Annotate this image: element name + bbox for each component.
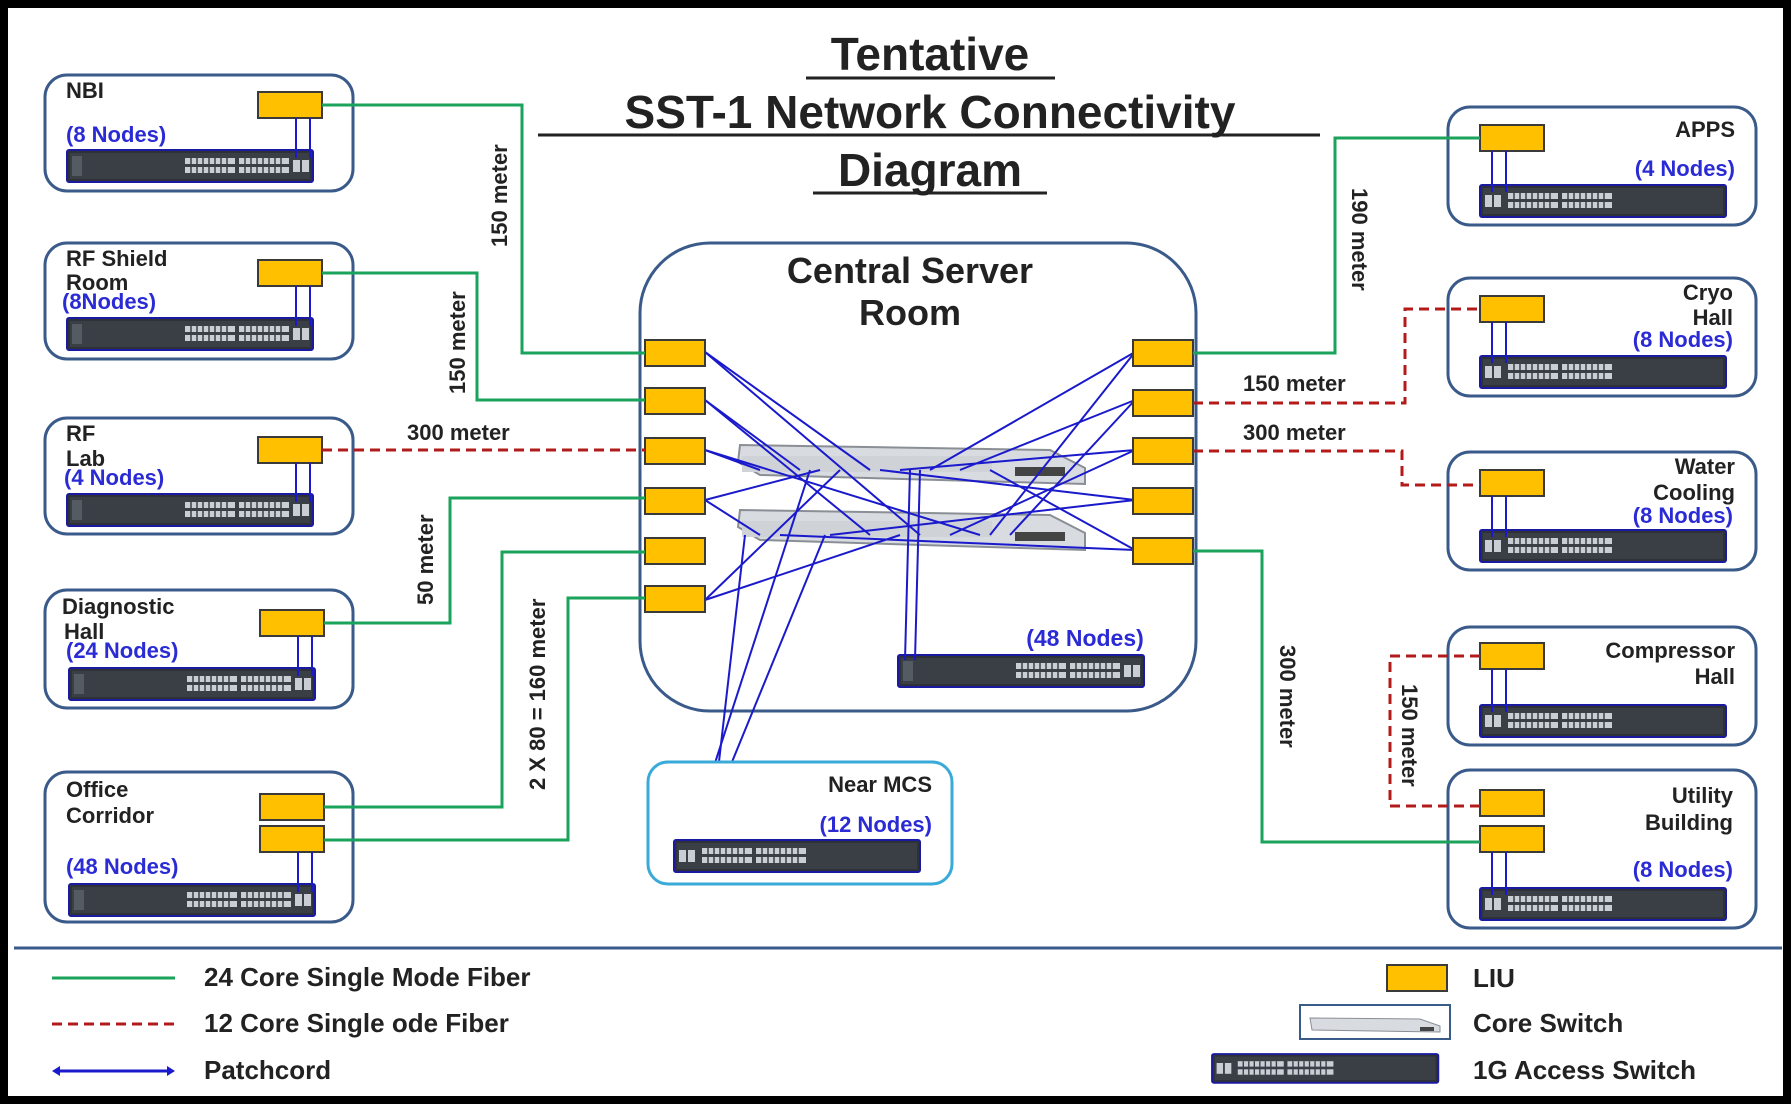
legend-green: 24 Core Single Mode Fiber xyxy=(204,962,531,992)
title-line-2: SST-1 Network Connectivity xyxy=(625,86,1236,138)
site-rf-shield-name-1: RF Shield xyxy=(66,246,167,271)
red-fibers xyxy=(322,307,1480,808)
liu-icon xyxy=(257,436,323,464)
site-diagnostic-name-2: Hall xyxy=(64,619,104,644)
legend-blue: Patchcord xyxy=(204,1055,331,1085)
site-near-mcs: Near MCS (12 Nodes) xyxy=(646,760,954,886)
site-nbi-nodes: (8 Nodes) xyxy=(66,122,166,147)
distance-cryo: 150 meter xyxy=(1243,371,1346,396)
legend-liu-icon xyxy=(1386,964,1448,992)
central-lius-right xyxy=(1132,339,1194,565)
site-compressor-hall: Compressor Hall xyxy=(1446,625,1758,747)
liu-icon xyxy=(1479,642,1545,670)
site-rf-shield: RF Shield Room (8Nodes) xyxy=(43,241,355,361)
distance-compressor: 150 meter xyxy=(1397,684,1422,787)
central-title-line-2: Room xyxy=(859,292,961,333)
site-rf-shield-nodes: (8Nodes) xyxy=(62,289,156,314)
central-title-line-1: Central Server xyxy=(787,250,1033,291)
site-office-name-1: Office xyxy=(66,777,128,802)
legend-right: LIU Core Switch 1G Access Switch xyxy=(1211,963,1696,1085)
legend-access: 1G Access Switch xyxy=(1473,1055,1696,1085)
site-office-corridor: Office Corridor (48 Nodes) xyxy=(43,770,355,924)
site-diagnostic-hall: Diagnostic Hall (24 Nodes) xyxy=(43,588,355,710)
site-near-mcs-nodes: (12 Nodes) xyxy=(820,812,932,837)
distance-rf-lab: 300 meter xyxy=(407,420,510,445)
site-office-name-2: Corridor xyxy=(66,803,154,828)
distance-rf-shield: 150 meter xyxy=(445,291,470,394)
site-cryo-nodes: (8 Nodes) xyxy=(1633,327,1733,352)
core-switch-lower xyxy=(736,508,1086,552)
title-line-3: Diagram xyxy=(838,144,1022,196)
site-cryo-hall: Cryo Hall (8 Nodes) xyxy=(1446,276,1758,398)
legend-left: 24 Core Single Mode Fiber 12 Core Single… xyxy=(52,962,531,1085)
site-diagnostic-name-1: Diagnostic xyxy=(62,594,174,619)
site-apps-name: APPS xyxy=(1675,117,1735,142)
liu-icon xyxy=(259,609,325,637)
site-apps: APPS (4 Nodes) xyxy=(1446,105,1758,227)
liu-icon xyxy=(1479,295,1545,323)
distance-water: 300 meter xyxy=(1243,420,1346,445)
site-utility-name-2: Building xyxy=(1645,810,1733,835)
site-utility-building: Utility Building (8 Nodes) xyxy=(1446,768,1758,930)
legend-liu: LIU xyxy=(1473,963,1515,993)
liu-icon xyxy=(1479,469,1545,497)
site-cryo-name-2: Hall xyxy=(1693,305,1733,330)
site-nbi: NBI (8 Nodes) xyxy=(43,73,355,193)
site-near-mcs-name: Near MCS xyxy=(828,772,932,797)
legend-core: Core Switch xyxy=(1473,1008,1623,1038)
site-office-nodes: (48 Nodes) xyxy=(66,854,178,879)
central-nodes: (48 Nodes) xyxy=(1026,625,1144,651)
site-rf-lab-name-2: Lab xyxy=(66,446,105,471)
distance-apps: 190 meter xyxy=(1347,188,1372,291)
liu-icon xyxy=(257,91,323,119)
site-utility-nodes: (8 Nodes) xyxy=(1633,857,1733,882)
distance-utility: 300 meter xyxy=(1275,645,1300,748)
distance-diagnostic: 50 meter xyxy=(413,514,438,605)
site-compressor-name-1: Compressor xyxy=(1605,638,1735,663)
liu-icon xyxy=(259,793,325,821)
site-cryo-name-1: Cryo xyxy=(1683,280,1733,305)
liu-icon xyxy=(1479,825,1545,853)
distance-office: 2 X 80 = 160 meter xyxy=(525,598,550,790)
site-rf-lab-nodes: (4 Nodes) xyxy=(64,465,164,490)
site-nbi-name: NBI xyxy=(66,78,104,103)
distance-nbi: 150 meter xyxy=(487,144,512,247)
site-rf-lab-name-1: RF xyxy=(66,421,95,446)
liu-icon xyxy=(259,825,325,853)
site-water-nodes: (8 Nodes) xyxy=(1633,503,1733,528)
site-water-cooling: Water Cooling (8 Nodes) xyxy=(1446,450,1758,572)
liu-icon xyxy=(257,259,323,287)
site-water-name-1: Water xyxy=(1675,454,1736,479)
green-fibers xyxy=(322,103,1480,844)
liu-icon xyxy=(1479,124,1545,152)
legend-access-switch-icon xyxy=(1211,1053,1440,1084)
site-compressor-name-2: Hall xyxy=(1695,664,1735,689)
site-water-name-2: Cooling xyxy=(1653,480,1735,505)
site-utility-name-1: Utility xyxy=(1672,783,1734,808)
site-diagnostic-nodes: (24 Nodes) xyxy=(66,638,178,663)
site-rf-shield-name-2: Room xyxy=(66,270,128,295)
patchcords xyxy=(689,351,1136,841)
legend-red: 12 Core Single ode Fiber xyxy=(204,1008,509,1038)
site-rf-lab: RF Lab (4 Nodes) xyxy=(43,416,355,536)
title-line-1: Tentative xyxy=(831,28,1030,80)
central-access-switch xyxy=(897,654,1145,688)
site-apps-nodes: (4 Nodes) xyxy=(1635,156,1735,181)
liu-icon xyxy=(1479,789,1545,817)
